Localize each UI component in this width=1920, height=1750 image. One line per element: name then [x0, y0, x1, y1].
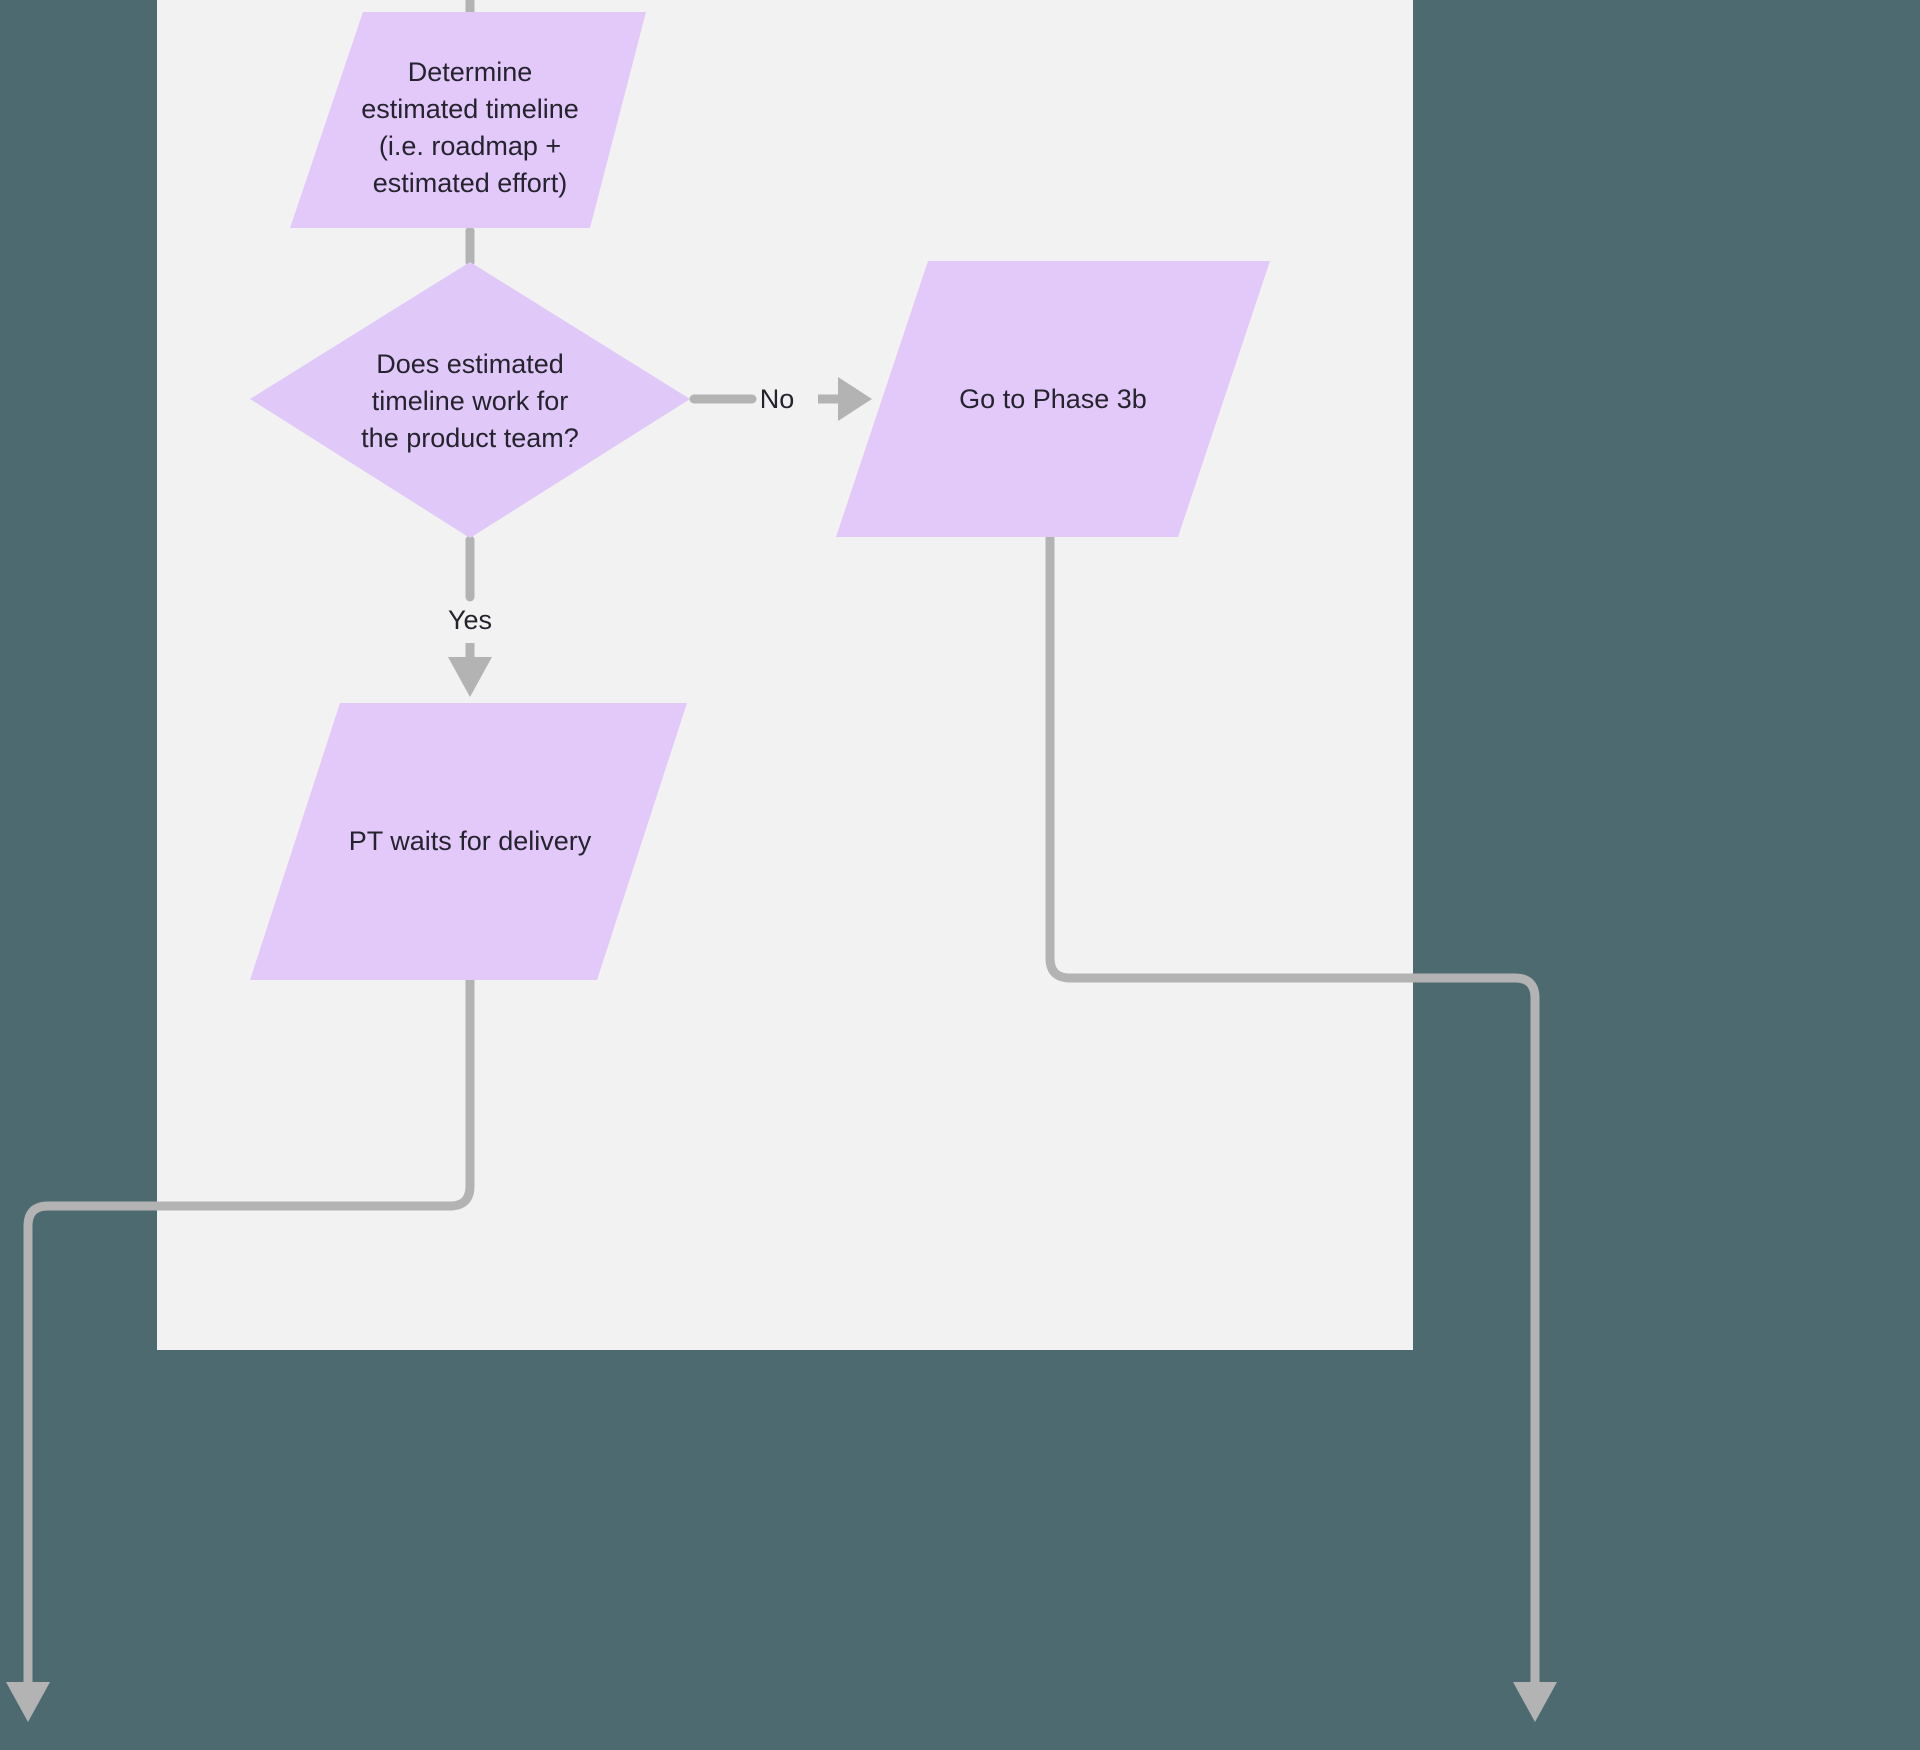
node-timeline-decision-shape[interactable]	[250, 262, 690, 538]
node-determine-timeline-shape[interactable]	[290, 12, 646, 228]
node-pt-waits-shape[interactable]	[250, 703, 687, 980]
edge-decision-no	[689, 377, 872, 421]
edge-phase3b-out	[1045, 532, 1557, 1722]
edge-label-yes: Yes	[447, 605, 493, 635]
edge-decision-yes	[448, 535, 492, 697]
node-go-to-phase-3b-shape[interactable]	[836, 261, 1270, 537]
edge-label-no: No	[759, 384, 795, 414]
edge-pt-waits-out	[6, 975, 475, 1722]
